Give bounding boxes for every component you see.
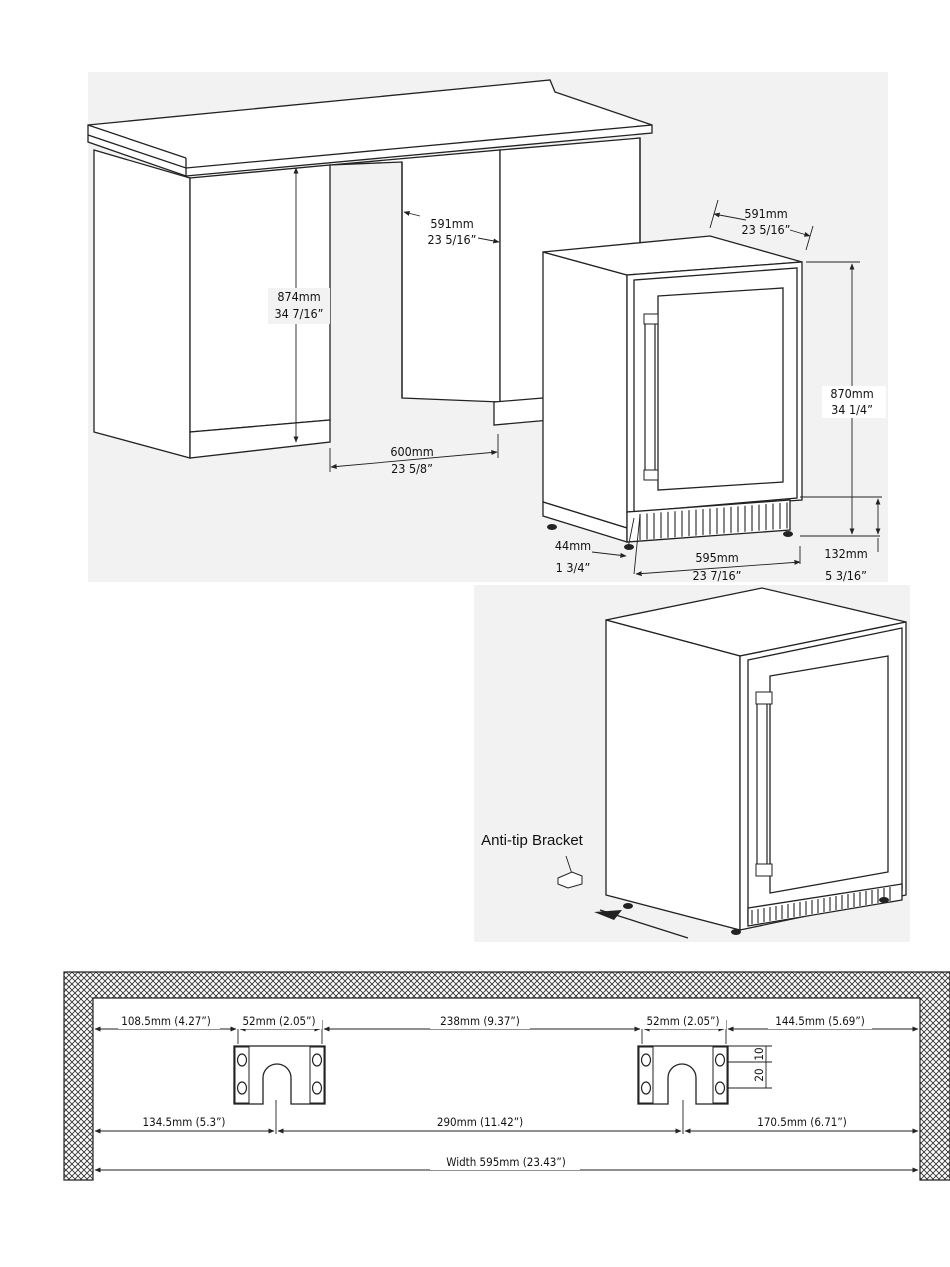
anti-tip-label: Anti-tip Bracket — [481, 832, 584, 849]
fridge-glass-door — [770, 656, 888, 893]
dim-left-to-center: 134.5mm (5.3”) — [143, 1115, 226, 1129]
dim-left-to-bracket: 108.5mm (4.27”) — [121, 1014, 211, 1028]
cabinet-height-in: 34 7/16” — [275, 306, 324, 321]
dim-center-to-center: 290mm (11.42”) — [437, 1115, 523, 1129]
bracket-right — [638, 1046, 728, 1104]
door-depth-mm: 44mm — [555, 538, 591, 553]
dim-hole-offset: 10 — [752, 1047, 766, 1060]
appliance-width-mm: 595mm — [695, 550, 738, 565]
dim-between-brackets: 238mm (9.37”) — [440, 1014, 520, 1028]
front-foot — [547, 524, 557, 530]
kick-height-mm: 132mm — [824, 546, 867, 561]
dim-center-to-right: 170.5mm (6.71”) — [757, 1115, 847, 1129]
opening-depth-in: 23 5/16” — [428, 232, 477, 247]
fridge-side — [606, 620, 740, 930]
dim-bracket1-width: 52mm (2.05”) — [242, 1014, 315, 1028]
kick-height-in: 5 3/16” — [825, 568, 867, 583]
appliance-depth-mm: 591mm — [744, 206, 787, 221]
opening-width-in: 23 5/8” — [391, 461, 433, 476]
dim-bracket2-width: 52mm (2.05”) — [646, 1014, 719, 1028]
appliance-width-in: 23 7/16” — [693, 568, 742, 583]
anti-tip-illustration: Anti-tip Bracket — [474, 585, 910, 942]
left-cabinet-side — [94, 150, 190, 458]
opening-depth-mm: 591mm — [430, 216, 473, 231]
door-handle — [645, 318, 655, 478]
appliance-side — [543, 252, 627, 528]
dim-hole-spacing: 20 — [752, 1068, 766, 1081]
cabinet-height-mm: 874mm — [277, 289, 320, 304]
appliance-depth-in: 23 5/16” — [742, 222, 791, 237]
wall-hatch — [64, 972, 950, 1180]
appliance-height-in: 34 1/4” — [831, 402, 873, 417]
bracket-left — [234, 1046, 325, 1104]
fridge-handle — [757, 700, 767, 872]
opening-width-mm: 600mm — [390, 444, 433, 459]
bracket-floor-plan: 108.5mm (4.27”) 52mm (2.05”) 238mm (9.37… — [64, 972, 950, 1180]
door-depth-in: 1 3/4” — [556, 560, 591, 575]
appliance-glass-door — [658, 288, 783, 490]
appliance-height-mm: 870mm — [830, 386, 873, 401]
dim-bracket-to-right: 144.5mm (5.69”) — [775, 1014, 865, 1028]
dim-total-width: Width 595mm (23.43”) — [446, 1155, 566, 1169]
